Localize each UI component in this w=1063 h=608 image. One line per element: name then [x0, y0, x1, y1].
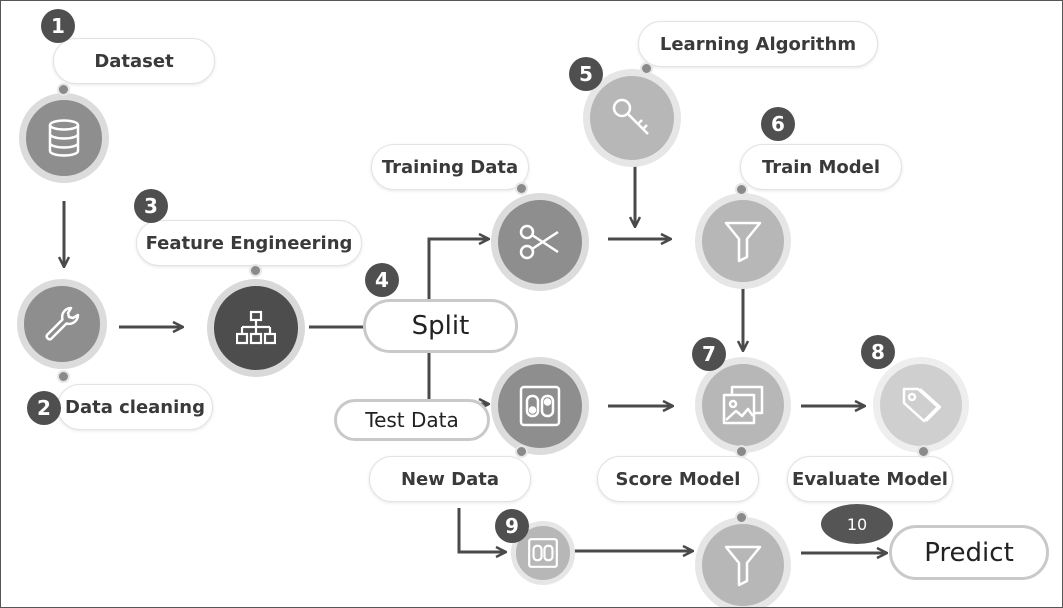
evaluate-model-node	[873, 357, 969, 453]
label-evaluate-model: Evaluate Model	[787, 456, 953, 502]
images-icon	[722, 385, 764, 425]
test-data-node	[491, 357, 589, 455]
label-train-model: Train Model	[740, 144, 902, 190]
connector-dot	[57, 83, 70, 96]
step-number-badge: 4	[365, 263, 399, 297]
label-data-cleaning: Data cleaning	[57, 384, 213, 430]
connector-dot	[57, 370, 70, 383]
dataset-node	[19, 93, 109, 183]
funnel-icon	[724, 545, 762, 587]
arrow-split-to-training	[427, 239, 489, 301]
connector-dot	[735, 445, 748, 458]
toggle-switch-icon	[519, 385, 561, 427]
training-data-node	[491, 193, 589, 291]
label-feature-engineering: Feature Engineering	[136, 220, 362, 266]
feature-engineering-node	[207, 279, 305, 377]
database-icon	[48, 119, 80, 157]
connector-dot	[515, 182, 528, 195]
step-number-badge: 7	[692, 337, 726, 371]
connector-dot	[249, 264, 262, 277]
connector-dot	[735, 183, 748, 196]
label-training-data: Training Data	[371, 144, 529, 190]
arrow-newdata-to-step9	[457, 508, 506, 552]
step-number-badge: 3	[134, 189, 168, 223]
data-cleaning-node	[17, 279, 107, 369]
label-predict: Predict	[889, 525, 1049, 580]
scissors-icon	[519, 224, 559, 260]
step-number-badge: 5	[569, 57, 603, 91]
connector-dot	[640, 62, 653, 75]
step-number-badge: 1	[41, 9, 75, 43]
funnel-icon	[724, 221, 762, 263]
connector-dot	[735, 511, 748, 524]
step-number-badge: 8	[861, 335, 895, 369]
connector-dot	[515, 445, 528, 458]
step-number-badge: 9	[495, 509, 529, 543]
score-model-node	[695, 357, 791, 453]
label-dataset: Dataset	[53, 38, 215, 84]
label-score-model: Score Model	[597, 456, 759, 502]
tag-icon	[902, 387, 942, 423]
label-learning-algorithm: Learning Algorithm	[638, 21, 878, 67]
step-number-badge: 10	[821, 504, 893, 544]
connector-dot	[917, 445, 930, 458]
label-new-data: New Data	[369, 456, 531, 502]
toggle-switch-icon	[528, 538, 558, 568]
learning-algorithm-node	[583, 69, 681, 167]
step-number-badge: 2	[27, 391, 61, 425]
key-icon	[612, 98, 649, 135]
hierarchy-icon	[236, 310, 276, 345]
arrow-split-to-test	[427, 353, 489, 404]
wrench-icon	[45, 306, 80, 341]
predict-funnel-node	[695, 517, 791, 607]
train-model-node	[695, 193, 791, 289]
step-number-badge: 6	[761, 107, 795, 141]
label-test-data: Test Data	[334, 399, 490, 441]
label-split: Split	[363, 299, 518, 353]
